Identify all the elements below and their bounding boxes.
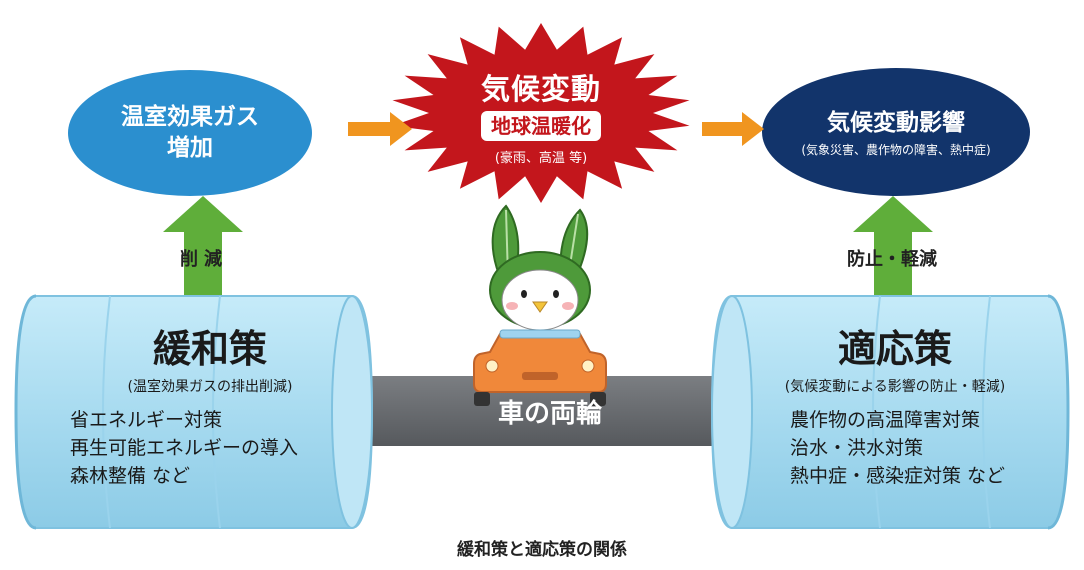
impact-title: 気候変動影響 xyxy=(827,109,965,136)
mascot-illustration xyxy=(473,204,607,406)
adaptation-item: 農作物の高温障害対策 xyxy=(790,409,981,431)
mitigation-item: 再生可能エネルギーの導入 xyxy=(70,437,299,459)
ghg-line2: 増加 xyxy=(167,135,213,161)
adaptation-subtitle: (気候変動による影響の防止・軽減) xyxy=(784,379,1006,395)
adaptation-title: 適応策 xyxy=(837,327,952,371)
climate-change-node: 気候変動 地球温暖化 (豪雨、高温 等) xyxy=(430,56,652,180)
climate-sub: (豪雨、高温 等) xyxy=(494,150,588,166)
ghg-line1: 温室効果ガス xyxy=(121,104,259,130)
global-warming-badge: 地球温暖化 xyxy=(481,110,601,141)
axle-label: 車の両輪 xyxy=(497,399,602,429)
adaptation-item: 熱中症・感染症対策 など xyxy=(790,465,1006,487)
orange-arrow-left xyxy=(348,112,412,146)
mitigation-title: 緩和策 xyxy=(152,327,267,371)
impact-sub: (気象災害、農作物の障害、熱中症) xyxy=(801,142,991,157)
mitigation-cylinder xyxy=(14,294,374,530)
ghg-ellipse xyxy=(68,70,312,196)
adaptation-item: 治水・洪水対策 xyxy=(790,437,924,459)
climate-title: 気候変動 xyxy=(480,71,601,106)
figure-caption: 緩和策と適応策の関係 xyxy=(457,540,627,560)
mitigation-subtitle: (温室効果ガスの排出削減) xyxy=(127,379,293,395)
mitigation-item: 森林整備 など xyxy=(70,465,191,487)
adaptation-cylinder xyxy=(710,294,1070,530)
adaptation-list: 農作物の高温障害対策 治水・洪水対策 熱中症・感染症対策 など xyxy=(790,406,1070,490)
ghg-increase-node: 温室効果ガス 増加 xyxy=(68,70,312,196)
mitigation-item: 省エネルギー対策 xyxy=(70,409,223,431)
reduce-label: 削減 xyxy=(180,249,228,270)
green-arrow-up-left xyxy=(163,196,243,296)
mitigation-list: 省エネルギー対策 再生可能エネルギーの導入 森林整備 など xyxy=(70,406,370,490)
green-arrow-up-right xyxy=(853,196,933,296)
climate-impact-node: 気候変動影響 (気象災害、農作物の障害、熱中症) xyxy=(762,68,1030,196)
prevent-label: 防止・軽減 xyxy=(847,249,937,270)
impact-ellipse xyxy=(762,68,1030,196)
orange-arrow-right xyxy=(702,112,764,146)
